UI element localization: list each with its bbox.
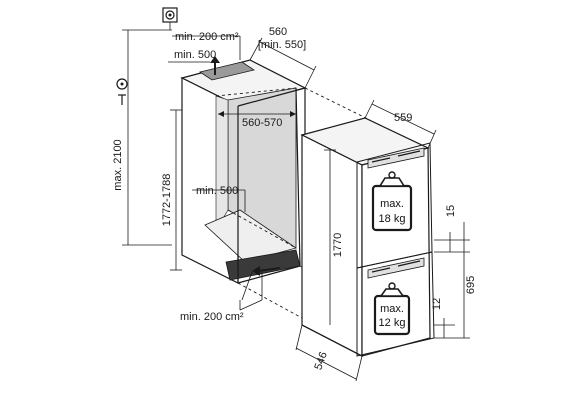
depth-560-label: 560 xyxy=(269,26,287,38)
dim-12-label: 12 xyxy=(431,298,443,310)
depth-min-550-label: [min. 550] xyxy=(258,39,306,51)
dim-15-label: 15 xyxy=(445,205,457,217)
lower-weight-line2: 12 kg xyxy=(379,317,406,329)
dim-695-label: 695 xyxy=(465,276,477,294)
power-socket-icon xyxy=(116,78,128,105)
weight-badge-lower: max. 12 kg xyxy=(373,282,411,336)
depth-546-label: 546 xyxy=(312,350,330,371)
airflow-arrow-up xyxy=(210,56,220,75)
ventilation-icon xyxy=(162,7,178,23)
height-1770-label: 1770 xyxy=(332,233,344,257)
weight-badge-upper: max. 18 kg xyxy=(371,171,413,232)
height-1772-1788-label: 1772-1788 xyxy=(161,174,173,227)
min-200-cm2-bottom-label: min. 200 cm² xyxy=(180,311,244,323)
niche-cabinet xyxy=(180,59,307,284)
refrigerator xyxy=(300,117,435,357)
min-500-top-label: min. 500 xyxy=(174,49,216,61)
width-560-570-label: 560-570 xyxy=(242,117,282,129)
airflow-arrow-in xyxy=(252,266,281,276)
upper-weight-line2: 18 kg xyxy=(379,213,406,225)
lower-weight-line1: max. xyxy=(380,303,404,315)
upper-weight-line1: max. xyxy=(380,198,404,210)
width-559-label: 559 xyxy=(394,112,412,124)
min-500-inner-label: min. 500 xyxy=(196,185,238,197)
max-2100-label: max. 2100 xyxy=(112,139,124,190)
min-200-cm2-top-label: min. 200 cm² xyxy=(175,31,239,43)
